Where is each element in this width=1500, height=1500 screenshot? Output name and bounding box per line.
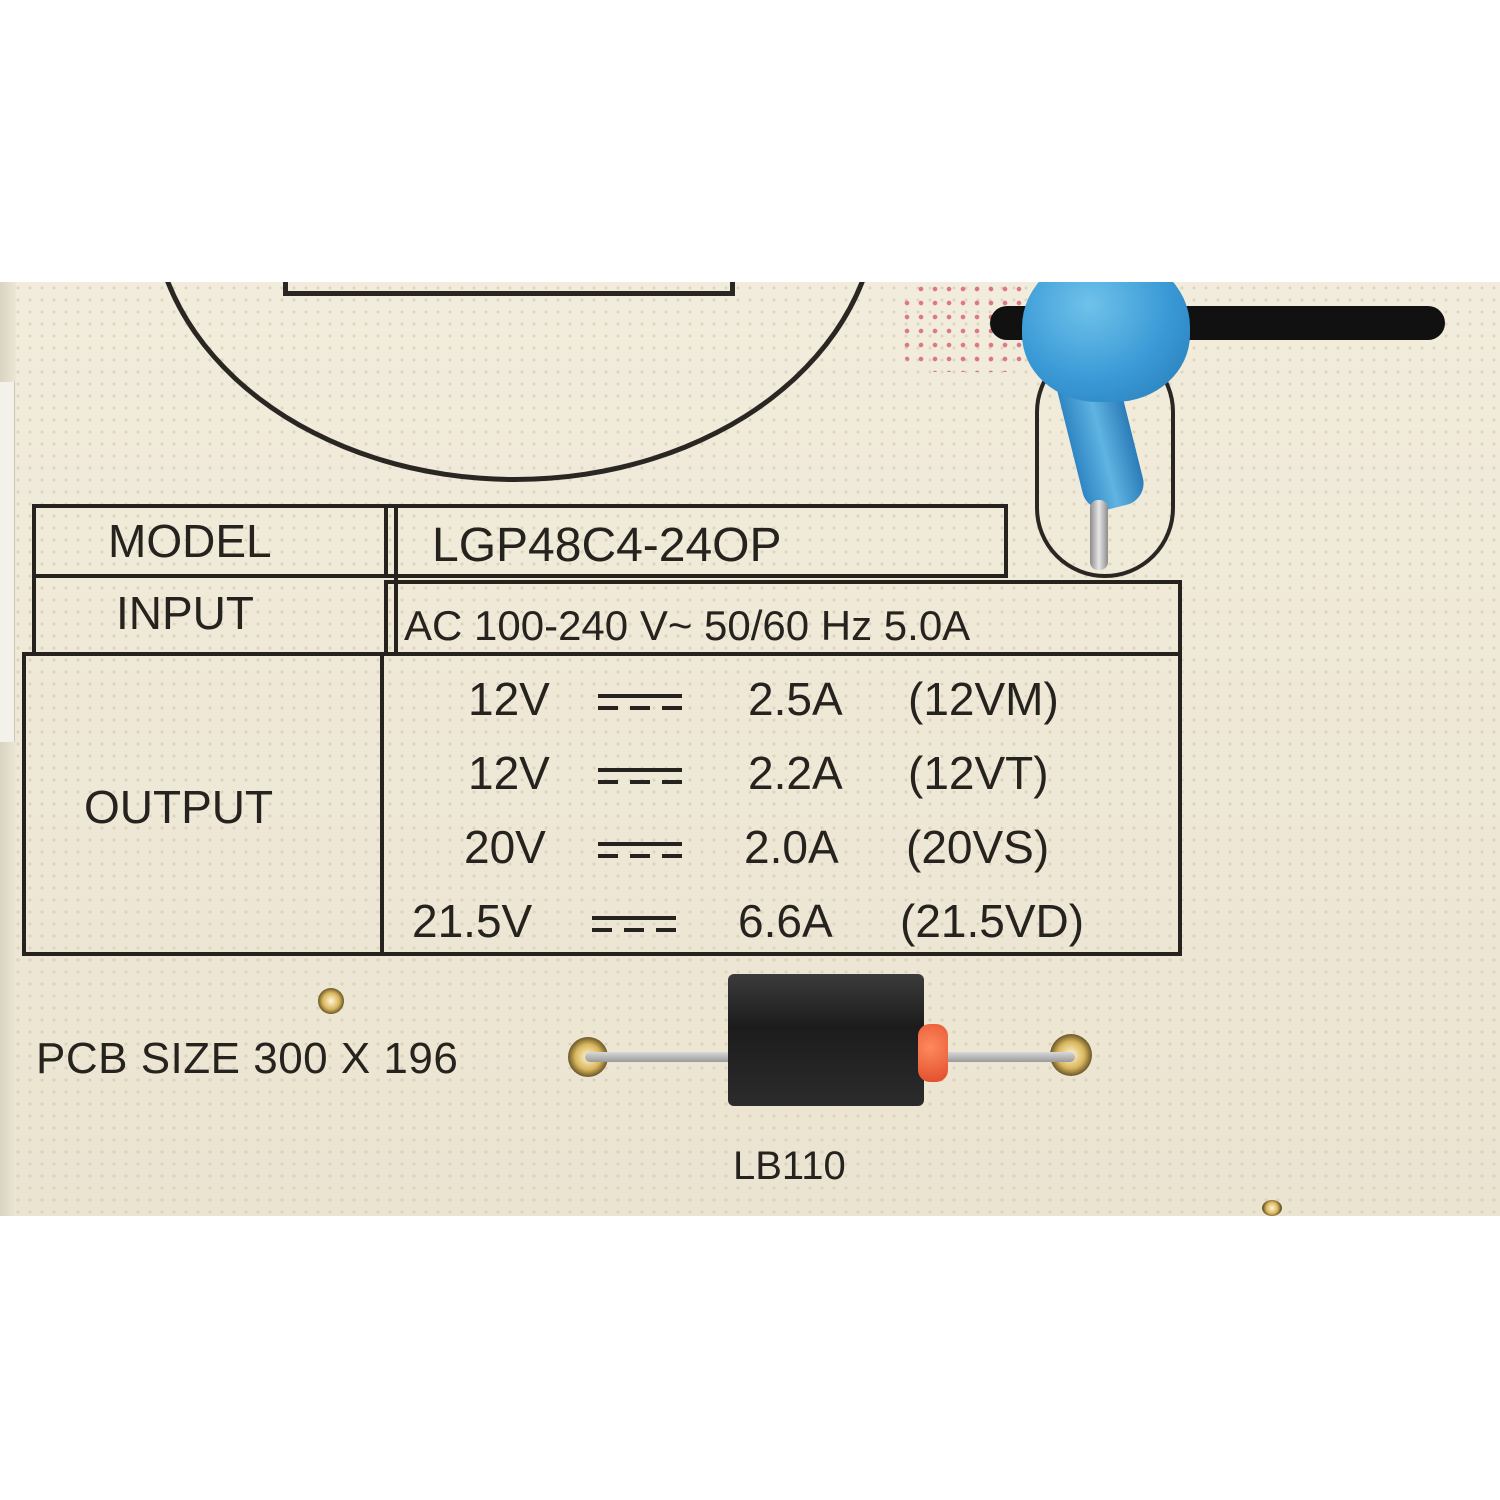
pcb-photo: MODEL LGP48C4-24OP INPUT AC 100-240 V~ 5… [0, 282, 1500, 1216]
output-values-cell [380, 652, 1182, 956]
output-voltage: 12V [468, 673, 550, 725]
silkscreen-circle-outline [150, 282, 880, 482]
output-rail: (21.5VD) [900, 895, 1085, 947]
solder-pad [318, 988, 344, 1014]
board-notch [0, 382, 15, 742]
output-rail-row: 21.5V 6.6A (21.5VD) [22, 894, 1182, 954]
model-value: LGP48C4-24OP [432, 519, 782, 572]
output-rail: (20VS) [906, 821, 1050, 873]
model-value-cell [384, 504, 1008, 578]
output-rail-row: 12V 2.2A (12VT) [22, 746, 1182, 806]
output-voltage: 21.5V [412, 895, 533, 947]
output-rail-row: 12V 2.5A (12VM) [22, 672, 1182, 732]
output-current: 6.6A [738, 895, 833, 947]
blue-capacitor [1022, 282, 1190, 402]
dc-symbol-icon [592, 916, 676, 938]
output-current: 2.0A [744, 821, 839, 873]
output-current: 2.5A [748, 673, 843, 725]
model-label: MODEL [108, 515, 272, 567]
output-voltage: 12V [468, 747, 550, 799]
output-rail: (12VT) [908, 747, 1049, 799]
dc-symbol-icon [598, 694, 682, 716]
solder-pad [1262, 1200, 1282, 1216]
output-current: 2.2A [748, 747, 843, 799]
input-label: INPUT [116, 587, 254, 639]
diode-cathode-band [918, 1024, 948, 1082]
dc-symbol-icon [598, 768, 682, 790]
rating-label-table: MODEL LGP48C4-24OP INPUT AC 100-240 V~ 5… [22, 504, 1182, 956]
capacitor-lead [1090, 500, 1108, 570]
diode-body [728, 974, 924, 1106]
silkscreen-rectangle-outline [283, 282, 735, 296]
output-voltage: 20V [464, 821, 546, 873]
output-rail: (12VM) [908, 673, 1059, 725]
dc-symbol-icon [598, 842, 682, 864]
output-rail-row: 20V 2.0A (20VS) [22, 820, 1182, 880]
input-value: AC 100-240 V~ 50/60 Hz 5.0A [404, 602, 971, 649]
output-label: OUTPUT [84, 781, 274, 833]
pcb-size-marking: PCB SIZE 300 X 196 [36, 1034, 459, 1083]
diode-reference-label: LB110 [733, 1144, 846, 1188]
